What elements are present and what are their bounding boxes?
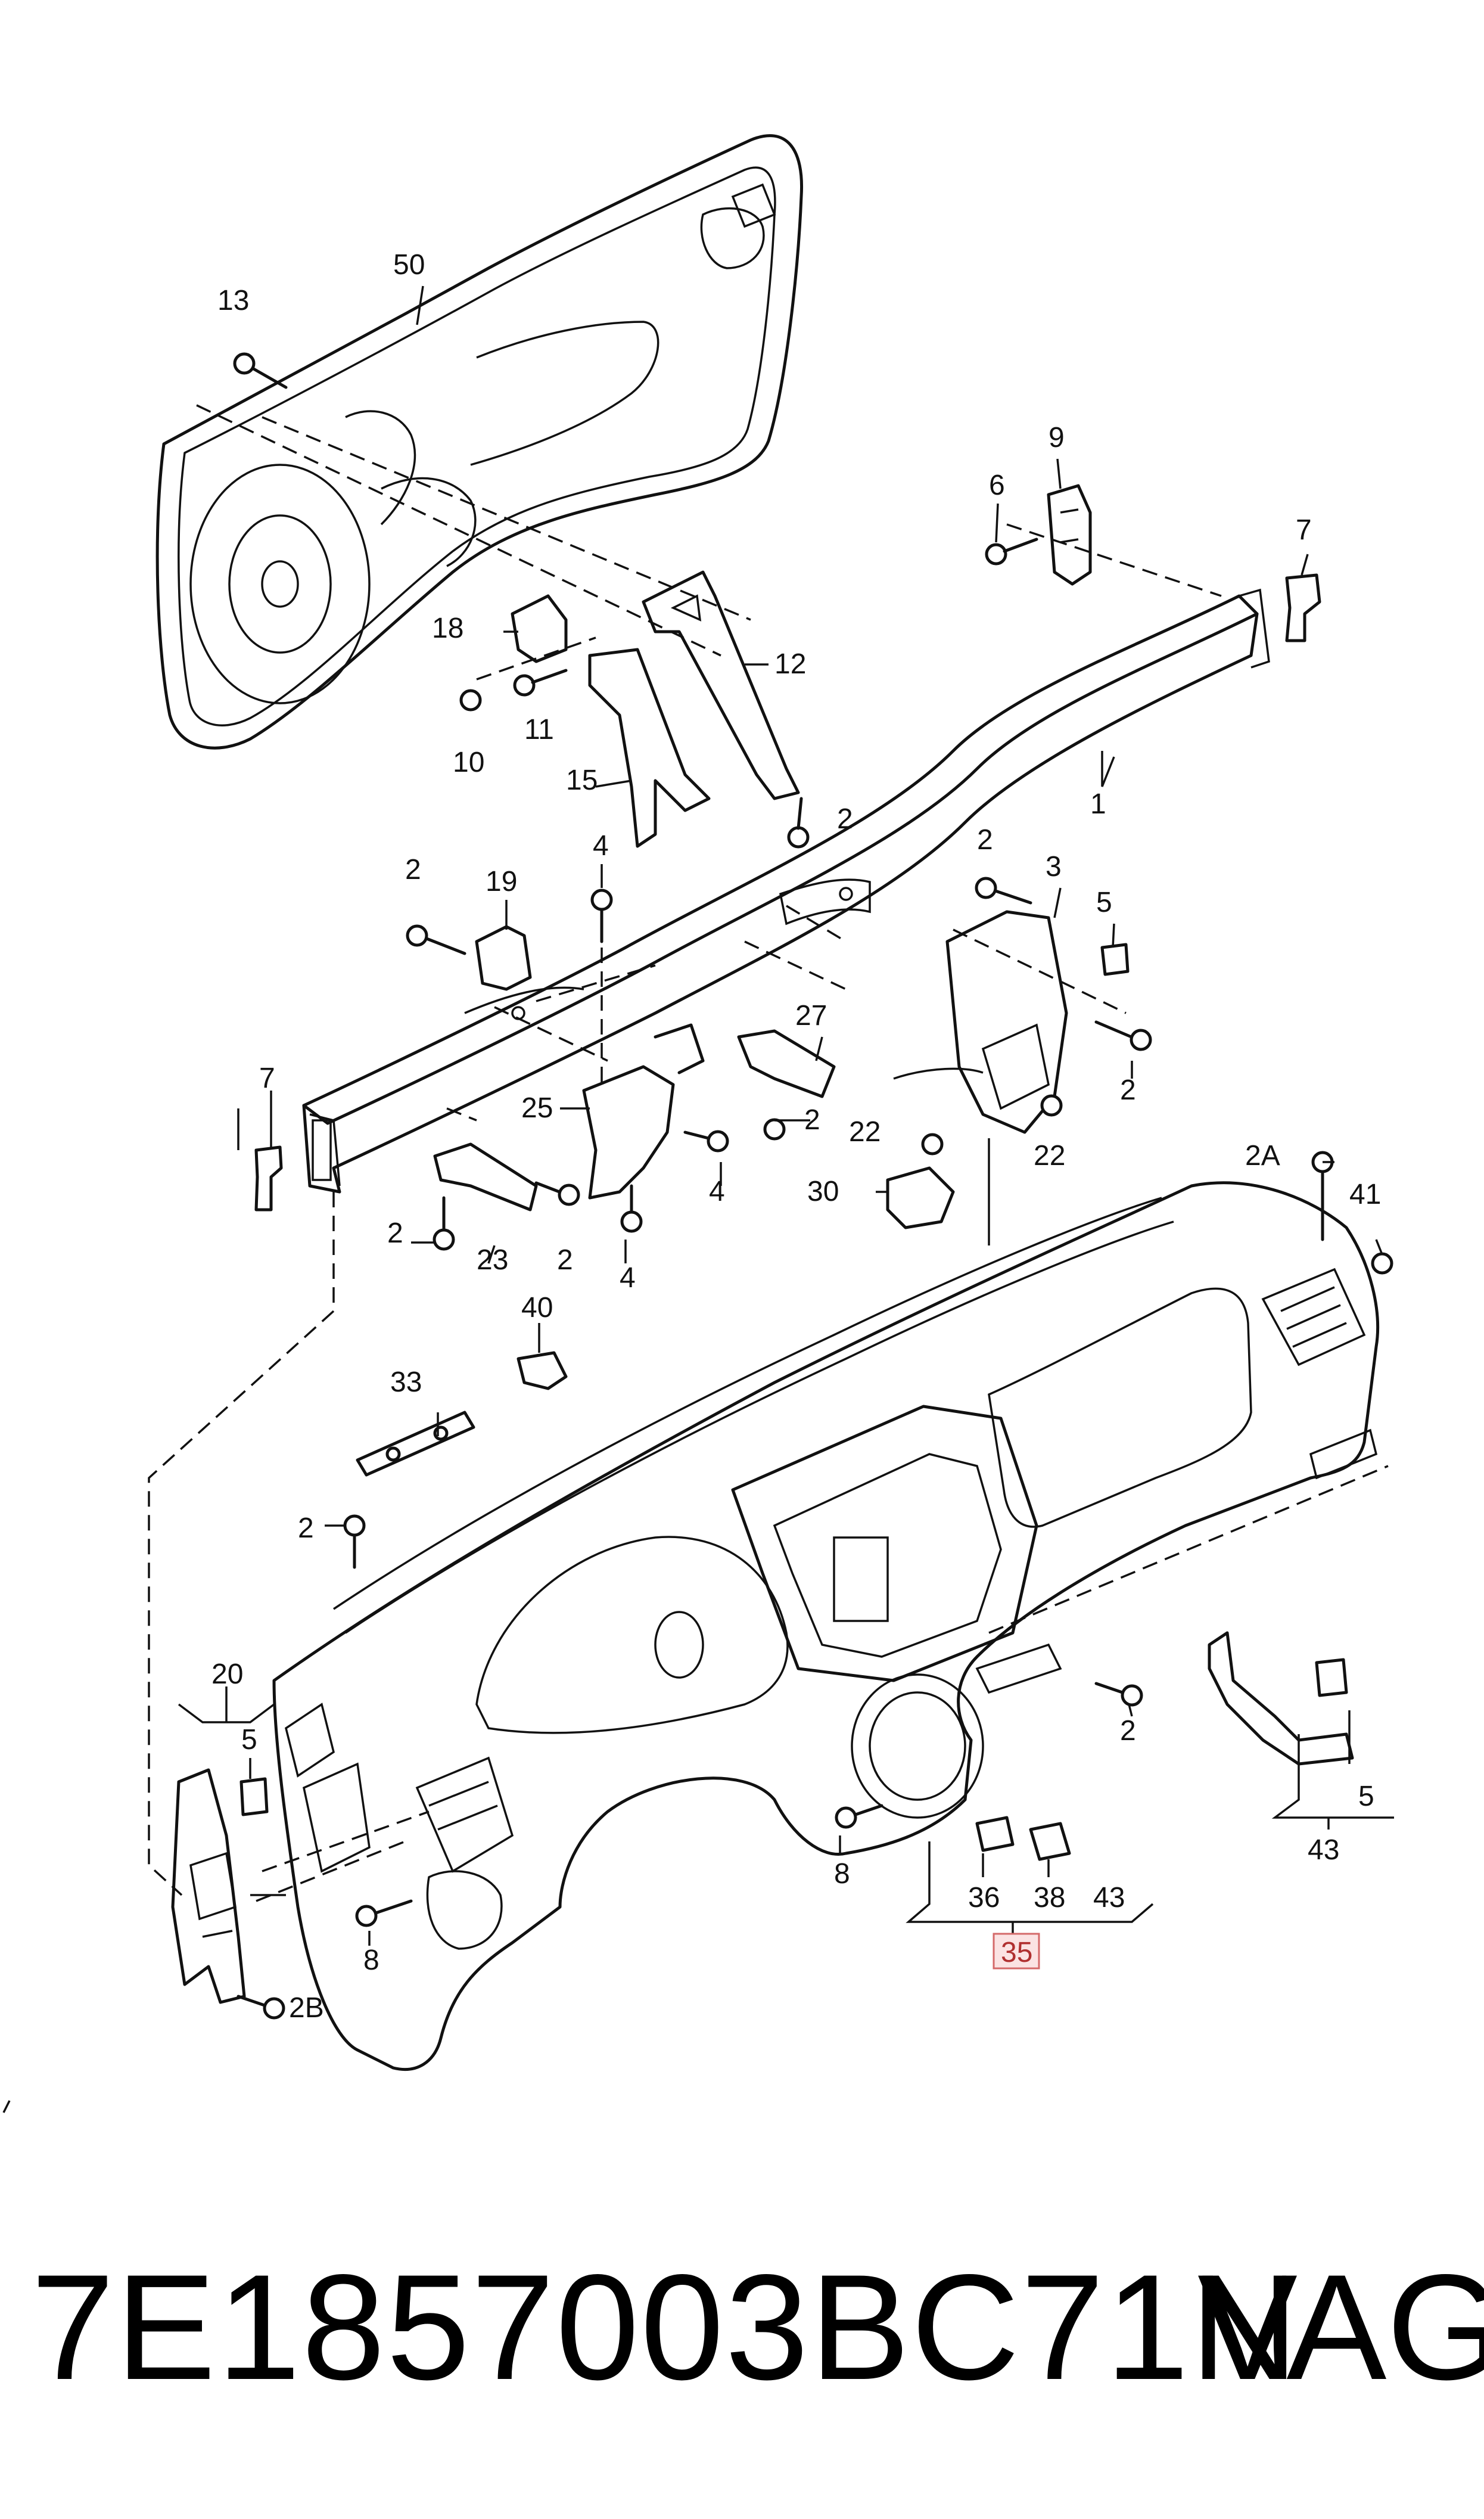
callout-labels: 50 13 9 6 7 18 12 11 10 15 1 2 4 2 3 2 1… (211, 249, 1381, 2024)
callout-10: 10 (453, 747, 484, 778)
part-7-clip-right (1285, 573, 1321, 642)
assembly-dashed-lines (148, 404, 1389, 1902)
callout-7-right: 7 (1296, 514, 1312, 546)
part-40-clip (517, 1351, 568, 1390)
callout-2b: 2B (289, 1992, 324, 2024)
part-15-bracket (588, 648, 711, 848)
part-number-label: 7E1857003BC71N (31, 2244, 1300, 2411)
callout-2-bottom-mid: 2 (557, 1244, 573, 1276)
callout-43-mid: 43 (1093, 1882, 1125, 1914)
callout-6: 6 (989, 470, 1005, 501)
part-27-bracket (737, 1029, 836, 1098)
callout-12: 12 (774, 648, 806, 680)
part-33-strip (356, 1411, 475, 1477)
brand-label: VAG (1197, 2244, 1484, 2411)
callout-3: 3 (1046, 851, 1062, 883)
part-4-bolts (590, 889, 729, 1233)
callout-36: 36 (968, 1882, 1000, 1914)
part-6-bolt (985, 538, 1038, 566)
callout-27: 27 (795, 1000, 827, 1032)
callout-22-right: 22 (1034, 1140, 1065, 1172)
callout-19: 19 (486, 866, 517, 897)
callout-13: 13 (217, 285, 249, 316)
stray-mark (2, 2100, 11, 2113)
callout-2-near-23: 2 (387, 1217, 403, 1249)
part-5-clip-left (239, 1777, 269, 1816)
part-1-cross-member (302, 588, 1270, 1194)
callout-18: 18 (432, 613, 463, 644)
callout-8-mid: 8 (834, 1858, 850, 1890)
part-30-bracket (763, 1094, 1063, 1229)
callout-35: 35 (1001, 1937, 1032, 1968)
part-9-bracket (1047, 484, 1092, 586)
callout-2-right: 2 (1120, 1074, 1136, 1106)
callout-2-lower-right: 2 (1120, 1715, 1136, 1747)
callout-2-upper: 2 (837, 803, 853, 835)
leader-lines (178, 285, 1394, 1946)
callout-5-right: 5 (1358, 1781, 1374, 1812)
part-38-clip (1029, 1822, 1071, 1861)
callout-1: 1 (1090, 788, 1106, 820)
callout-40: 40 (521, 1292, 553, 1324)
part-25-bracket (582, 1023, 705, 1200)
fastener-group-lower (343, 1151, 1393, 1927)
part-18-clip (511, 594, 568, 663)
callout-35-highlight-box (993, 1933, 1040, 1970)
callout-2-left: 2 (298, 1512, 314, 1544)
part-3-side-bracket (893, 877, 1152, 1134)
fastener-group-upper (233, 352, 810, 849)
callout-2a: 2A (1245, 1140, 1280, 1172)
callout-7-left: 7 (259, 1063, 275, 1094)
callout-2-near-19: 2 (405, 854, 421, 886)
callout-41: 41 (1349, 1179, 1381, 1210)
callout-2-near-27: 2 (804, 1104, 820, 1136)
callout-20: 20 (211, 1658, 243, 1690)
callout-5-upper: 5 (1096, 887, 1112, 918)
callout-4-lower: 4 (620, 1262, 636, 1294)
part-23-bracket (433, 1142, 580, 1251)
part-12-brace (642, 570, 800, 800)
callout-22-left: 22 (849, 1116, 881, 1148)
callout-2-near-3: 2 (977, 824, 993, 856)
callout-25: 25 (521, 1092, 553, 1124)
part-7-clip-left (254, 1145, 283, 1212)
part-35-dashboard-panel (272, 1181, 1379, 2071)
callout-33: 33 (390, 1366, 422, 1398)
callout-4-upper: 4 (593, 830, 609, 862)
callout-11: 11 (524, 714, 554, 746)
part-20-side-bracket (171, 1768, 285, 2020)
callout-23: 23 (477, 1244, 508, 1276)
part-19-bracket (406, 924, 532, 991)
callout-8-left: 8 (363, 1945, 379, 1976)
part-5-clip-lower-right (1315, 1658, 1348, 1697)
part-36-clip (975, 1816, 1015, 1852)
part-43-bracket (1208, 1631, 1354, 1766)
callout-9: 9 (1049, 422, 1065, 454)
callout-38: 38 (1034, 1882, 1065, 1914)
part-5-clip-upper (1100, 943, 1130, 976)
part-50-insulation-panel (155, 134, 804, 750)
callout-5-left: 5 (241, 1724, 257, 1756)
callout-43-right: 43 (1308, 1834, 1339, 1866)
callout-30: 30 (807, 1176, 839, 1207)
callout-4-mid: 4 (709, 1176, 725, 1207)
callout-50: 50 (393, 249, 425, 281)
callout-15: 15 (566, 765, 598, 796)
